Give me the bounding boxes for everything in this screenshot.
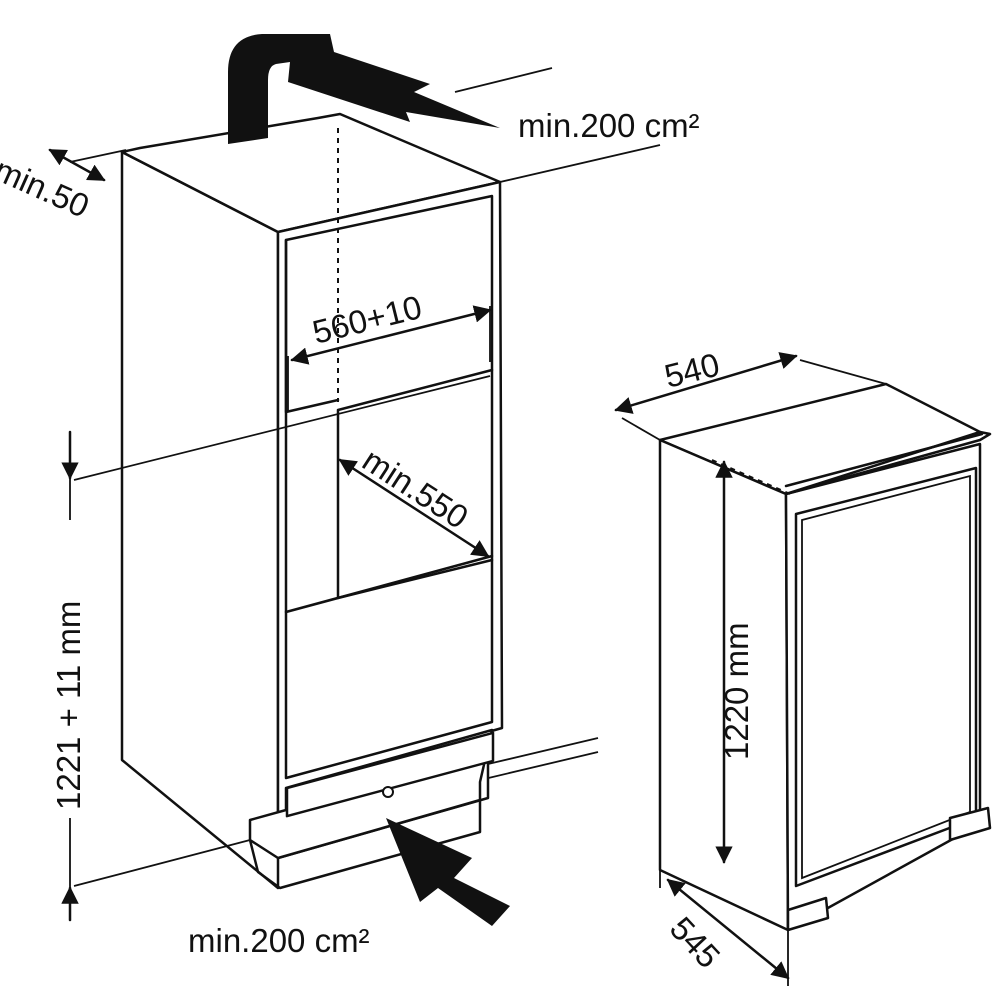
grille-screw: [382, 786, 394, 798]
wall-line-bottom: [487, 737, 599, 765]
niche-opening: [284, 194, 494, 780]
floor-line: [479, 751, 599, 781]
rear-gap-label: min.50: [0, 151, 95, 225]
top-vent-label: min.200 cm²: [518, 107, 700, 144]
niche-height-ext-bottom: [73, 839, 251, 887]
appliance-width-arrow: [614, 352, 798, 414]
niche-upper-shelf: [284, 238, 340, 414]
appliance-width-label: 540: [661, 346, 723, 395]
airflow-out-arrow-icon: [228, 34, 500, 144]
base-step: [248, 798, 482, 890]
niche-depth-arrow: [338, 458, 490, 558]
bottom-vent-label: min.200 cm²: [188, 922, 370, 959]
appliance-width-ext-left: [621, 417, 661, 441]
appliance-height-ext: [711, 459, 791, 495]
niche-height-label: 1221 + 11 mm: [50, 601, 87, 810]
airflow-in-arrow-icon: [386, 818, 510, 926]
appliance-width-ext-right: [799, 359, 887, 385]
cabinet-niche: [48, 67, 661, 922]
appliance-height-label: 1220 mm: [718, 622, 755, 760]
cabinet-left-panel: [120, 150, 280, 890]
appliance-depth-arrow: [666, 878, 790, 980]
appliance-foot-right: [948, 806, 992, 842]
rear-gap-arrow: [48, 148, 106, 182]
niche-height-ext-top: [73, 375, 491, 481]
top-extension: [499, 144, 661, 183]
rear-gap-extension: [69, 149, 127, 163]
niche-floor: [284, 554, 494, 614]
niche-width-arrow: [290, 305, 492, 365]
top-rail: [784, 430, 992, 496]
appliance: [614, 352, 992, 986]
wall-line-top: [454, 67, 553, 93]
